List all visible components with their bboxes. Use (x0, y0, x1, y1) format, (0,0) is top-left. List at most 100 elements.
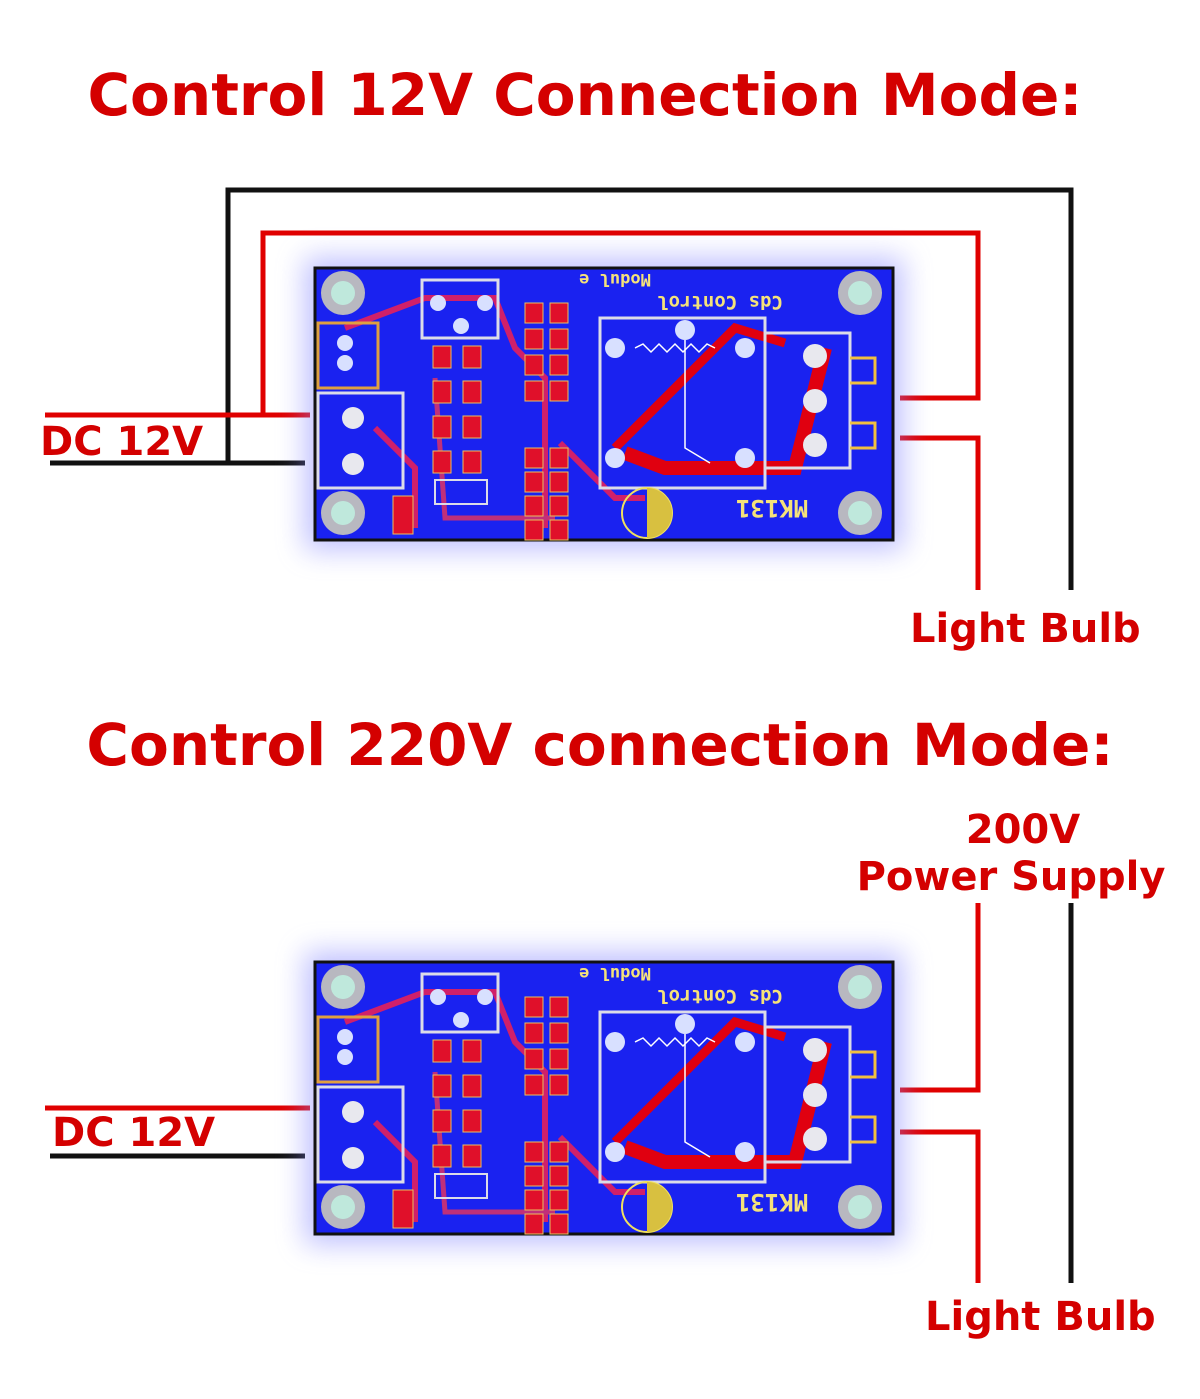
mounting-hole-center (848, 501, 872, 525)
trace (343, 989, 548, 1222)
trace (557, 1134, 645, 1195)
power-terminal (316, 1085, 405, 1184)
relay-pin (735, 338, 755, 358)
pin (337, 355, 353, 371)
potentiometer (420, 972, 500, 1034)
smd-pad (462, 345, 482, 369)
smd-pad (524, 328, 544, 350)
output-terminal (763, 1025, 852, 1164)
smd-pad (549, 1213, 569, 1235)
smd-pad (462, 415, 482, 439)
smd-pad (432, 1144, 452, 1168)
relay-pin (605, 1142, 625, 1162)
potentiometer (420, 278, 500, 340)
model-label: MK131 (736, 494, 808, 522)
smd-pad (524, 495, 544, 517)
relay-pin (675, 1014, 695, 1034)
smd-pad (524, 1165, 544, 1187)
smd-pad (432, 380, 452, 404)
pin (337, 1029, 353, 1045)
red-wire-to-relay (260, 230, 981, 415)
smd-pad (462, 1074, 482, 1098)
smd-pad (524, 996, 544, 1018)
smd-pad (549, 328, 569, 350)
screw (342, 1147, 364, 1169)
coil-symbol (634, 342, 716, 354)
smd-pad (524, 1189, 544, 1211)
black-wire-to-bulb (225, 187, 1074, 590)
trace (611, 322, 787, 452)
terminal-leads (850, 356, 877, 450)
smd-pad (524, 519, 544, 541)
smd-pad (432, 1074, 452, 1098)
silkscreen-label: Modul e (579, 963, 651, 983)
relay-pin (735, 1142, 755, 1162)
smd-pad (524, 1141, 544, 1163)
supply-label-text: Power Supply (857, 854, 1166, 900)
smd-pad (549, 302, 569, 324)
smd-pad (524, 380, 544, 402)
wires-220v (45, 903, 1074, 1283)
silkscreen-label: Modul e (579, 269, 651, 289)
output-label-12v: Light Bulb (910, 606, 1141, 652)
smd-pad (524, 354, 544, 376)
smd-pad (432, 1039, 452, 1063)
sensor-connector (316, 321, 380, 390)
screw (803, 1083, 827, 1107)
smd-pad (549, 1141, 569, 1163)
smd-pad (432, 450, 452, 474)
output-label-220v: Light Bulb (925, 1294, 1156, 1340)
output-terminal (763, 331, 852, 470)
red-wire-to-bulb (900, 435, 981, 590)
smd-pad (524, 1048, 544, 1070)
relay-pin (675, 320, 695, 340)
switch-symbol (684, 1034, 711, 1158)
input-label-12v: DC 12V (40, 419, 203, 465)
title-12v-mode: Control 12V Connection Mode: (87, 61, 1082, 129)
smd-pad (462, 380, 482, 404)
mounting-hole-center (848, 1195, 872, 1219)
pin (430, 295, 446, 311)
smd-pad (392, 495, 414, 535)
pin (337, 1049, 353, 1065)
smd-pad (432, 345, 452, 369)
photoresistor-half (647, 1182, 672, 1232)
screw (803, 344, 827, 368)
relay-pin (605, 448, 625, 468)
screw (803, 389, 827, 413)
smd-pad (524, 1074, 544, 1096)
mounting-hole-center (331, 1195, 355, 1219)
mounting-hole-center (331, 281, 355, 305)
pin (430, 989, 446, 1005)
smd-pad (524, 302, 544, 324)
terminal-leads (850, 1050, 877, 1144)
pin (337, 335, 353, 351)
screw (803, 433, 827, 457)
mounting-hole-center (848, 281, 872, 305)
diode (434, 479, 488, 505)
smd-pad (549, 447, 569, 469)
pcb (313, 960, 895, 1236)
screw (803, 1038, 827, 1062)
smd-pad (462, 1109, 482, 1133)
smd-pad (549, 471, 569, 493)
smd-pad (549, 1165, 569, 1187)
smd-pad (524, 471, 544, 493)
wires-12v (45, 187, 1074, 590)
power-terminal (316, 391, 405, 490)
photoresistor-half (647, 488, 672, 538)
coil-symbol (634, 1036, 716, 1048)
screw (342, 407, 364, 429)
smd-pad (462, 1039, 482, 1063)
pin (453, 318, 469, 334)
pcb (313, 266, 895, 542)
smd-pad (549, 380, 569, 402)
sensor-connector (316, 1015, 380, 1084)
smd-pad (549, 1074, 569, 1096)
smd-pad (432, 415, 452, 439)
pin (477, 295, 493, 311)
trace (343, 295, 548, 528)
